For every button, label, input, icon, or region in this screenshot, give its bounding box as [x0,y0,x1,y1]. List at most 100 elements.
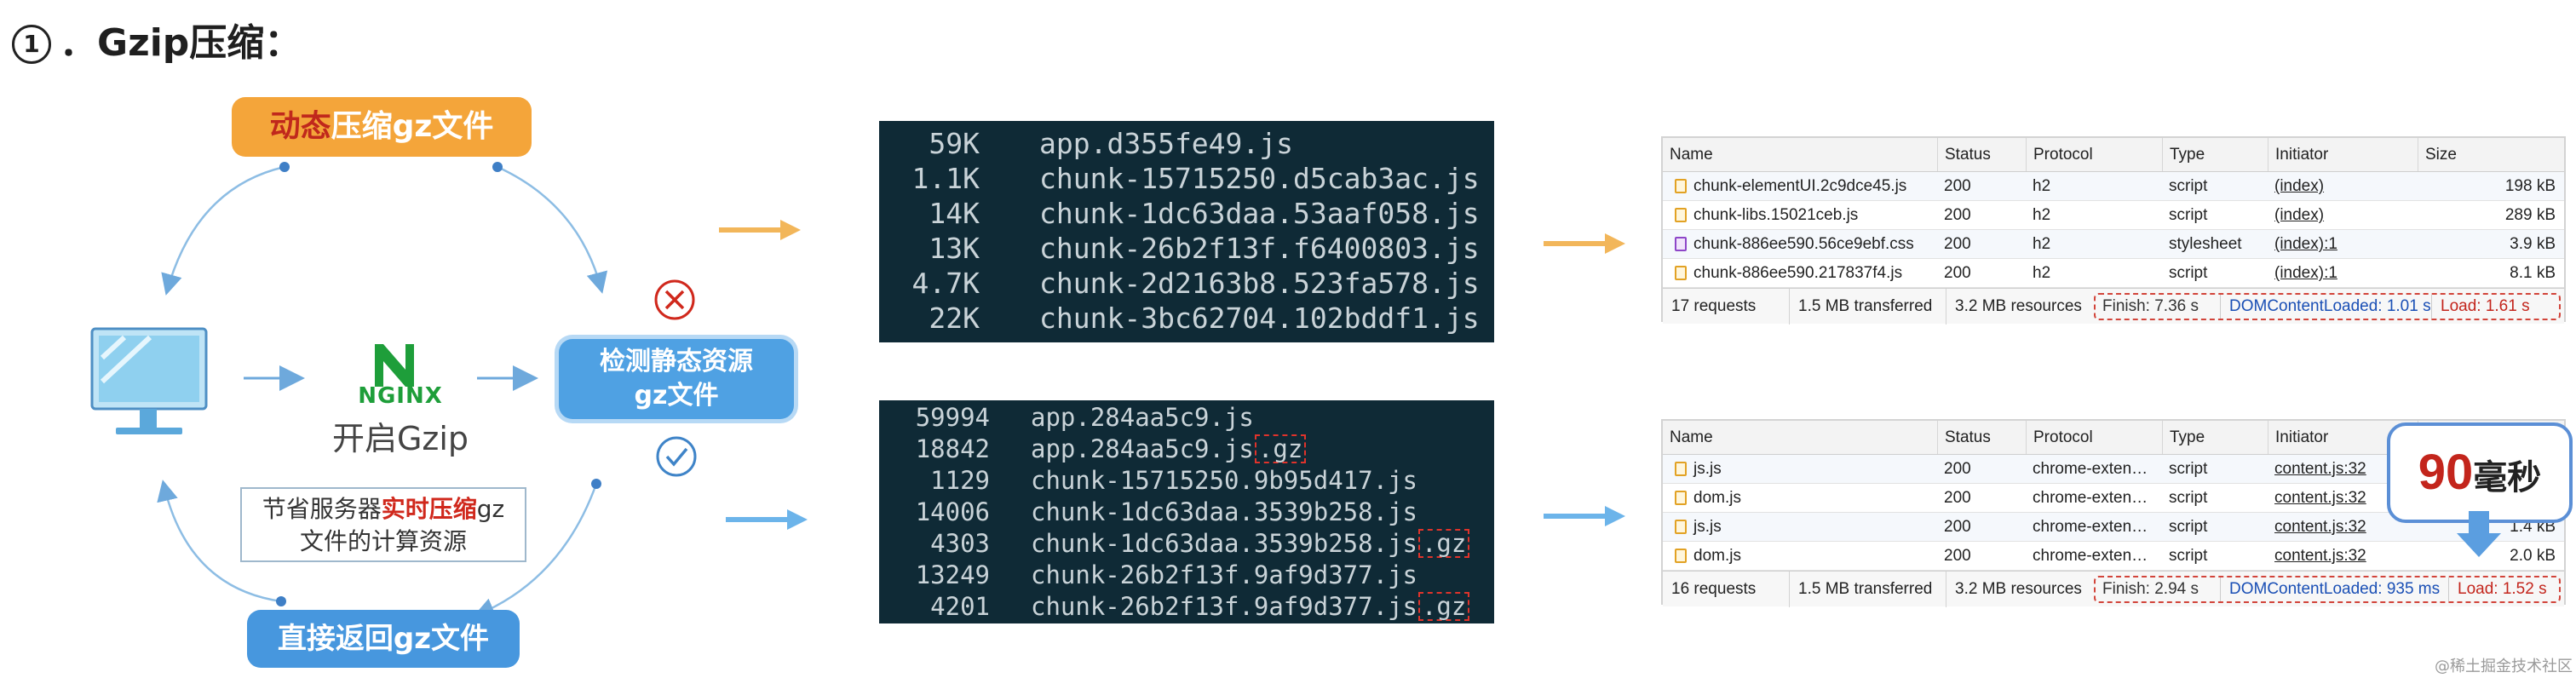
dynamic-compress-pill: 动态压缩gz文件 [232,97,532,157]
dynamic-label: 压缩gz文件 [331,109,494,144]
js-file-icon [1675,549,1687,563]
status-bar: 16 requests 1.5 MB transferred 3.2 MB reso… [1663,571,2564,607]
column-header-type[interactable]: Type [2162,421,2268,454]
cell-initiator-link[interactable]: content.js:32 [2274,547,2366,565]
cell-type: script [2169,489,2208,507]
column-header-type[interactable]: Type [2162,138,2268,171]
file-size: 1129 [930,466,990,495]
return-gz-pill: 直接返回gz文件 [247,610,520,668]
js-file-icon [1675,520,1687,534]
arc-dot [591,479,601,489]
cell-type: script [2169,460,2208,478]
column-header-name[interactable]: Name [1670,428,1713,446]
cell-type: stylesheet [2169,235,2242,253]
cell-initiator-link[interactable]: (index) [2274,177,2325,195]
cell-protocol: h2 [2033,177,2051,195]
cell-name-text: dom.js [1693,489,1741,507]
cell-type: script [2169,547,2208,565]
arrow-blue-right [1544,506,1625,526]
file-name: chunk-26b2f13f.9af9d377.js [1031,560,1417,589]
file-size: 4.7K [911,267,980,300]
cell-size: 8.1 kB [2510,264,2556,282]
transferred-size: 1.5 MB transferred [1789,572,1932,607]
cell-initiator-link[interactable]: (index):1 [2274,264,2337,282]
js-file-icon [1675,462,1687,476]
finish-time: Finish: 7.36 s [2102,297,2199,315]
cell-name: js.js [1663,455,1937,483]
flow-diagram [90,162,697,618]
cell-name: js.js [1663,513,1937,541]
cell-type: script [2169,518,2208,536]
nginx-logo-icon [375,344,414,387]
save-resources-note: 节省服务器实时压缩gz 文件的计算资源 [240,487,526,562]
gz-extension-highlight: .gz [1417,529,1470,558]
cell-status: 200 [1944,460,1971,478]
title-number: 1 [12,25,51,64]
file-name-wrap: chunk-1dc63daa.53aaf058.js [1039,196,1480,231]
domcontentloaded-time: DOMContentLoaded: 1.01 s [2220,295,2431,319]
resources-size: 3.2 MB resources [1946,572,2082,607]
cell-initiator-link[interactable]: content.js:32 [2274,518,2366,536]
file-name: app.d355fe49.js [1039,127,1294,160]
cell-protocol: h2 [2033,264,2051,282]
detect-label-line2: gz文件 [634,381,719,411]
file-name: chunk-26b2f13f.f6400803.js [1039,232,1480,265]
save-line2: 文件的计算资源 [299,527,467,555]
cell-initiator-link[interactable]: content.js:32 [2274,489,2366,507]
file-name-wrap: chunk-1dc63daa.3539b258.js [1031,497,1417,528]
time-saved-number: 90 [2418,445,2474,500]
cell-type: script [2169,177,2208,195]
css-file-icon [1675,237,1687,251]
terminal-row: 59994 app.284aa5c9.js [879,402,1494,434]
arc-top-right [497,165,608,294]
file-name: app.284aa5c9.js [1031,434,1254,463]
cell-status: 200 [1944,206,1971,224]
cell-initiator-link[interactable]: (index):1 [2274,235,2337,253]
file-size: 59994 [915,403,990,432]
column-header-protocol[interactable]: Protocol [2026,138,2162,171]
js-file-icon [1675,266,1687,280]
arc-bottom-left [157,480,282,603]
column-header-initiator[interactable]: Initiator [2268,421,2418,454]
cell-size: 2.0 kB [2510,547,2556,565]
terminal-file-list-gz: 59994 app.284aa5c9.js 18842 app.284aa5c9.js… [879,400,1494,623]
file-name: app.284aa5c9.js [1031,403,1254,432]
cell-name: dom.js [1663,542,1937,570]
column-header-size[interactable]: Size [2418,138,2564,171]
arrow-blue-bottom [726,509,808,530]
cell-protocol: h2 [2033,206,2051,224]
column-header-name[interactable]: Name [1670,146,1713,164]
column-header-status[interactable]: Status [1937,138,2026,171]
column-header-protocol[interactable]: Protocol [2026,421,2162,454]
domcontentloaded-time: DOMContentLoaded: 935 ms [2220,577,2440,601]
cell-size: 198 kB [2504,177,2556,195]
cell-protocol: chrome-exten… [2033,460,2148,478]
cell-initiator-link[interactable]: content.js:32 [2274,460,2366,478]
cell-initiator-link[interactable]: (index) [2274,206,2325,224]
column-header-initiator[interactable]: Initiator [2268,138,2418,171]
requests-count: 16 requests [1671,580,1757,598]
cell-name-text: js.js [1693,518,1722,536]
column-header-status[interactable]: Status [1937,421,2026,454]
page-title: 1．Gzip压缩： [12,12,302,66]
js-file-icon [1675,491,1687,505]
file-size: 18842 [915,434,990,463]
file-size: 14K [929,197,980,230]
gz-extension-highlight: .gz [1417,592,1470,621]
file-name-wrap: chunk-3bc62704.102bddf1.js [1039,301,1480,336]
cell-name: chunk-886ee590.217837f4.js [1663,259,1937,287]
